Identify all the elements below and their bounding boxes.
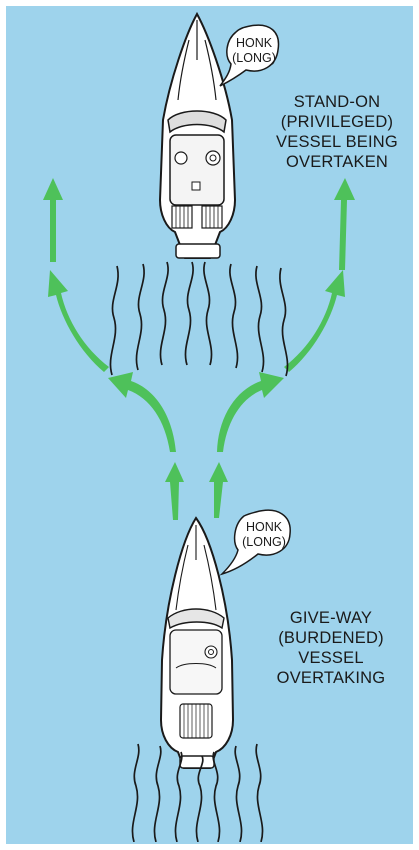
give-way-honk-text: HONK (LONG) <box>240 520 288 550</box>
give-way-label-line-2: (BURDENED) <box>258 628 404 648</box>
stand-on-honk-line-2: (LONG) <box>230 51 278 66</box>
give-way-label-line-1: GIVE-WAY <box>258 608 404 628</box>
give-way-label-line-3: VESSEL <box>258 648 404 668</box>
stand-on-label-line-4: OVERTAKEN <box>262 152 412 172</box>
stand-on-vessel-label: STAND-ON (PRIVILEGED) VESSEL BEING OVERT… <box>262 92 412 172</box>
give-way-label-line-4: OVERTAKING <box>258 668 404 688</box>
give-way-honk-line-2: (LONG) <box>240 535 288 550</box>
stand-on-label-line-1: STAND-ON <box>262 92 412 112</box>
give-way-vessel-label: GIVE-WAY (BURDENED) VESSEL OVERTAKING <box>258 608 404 688</box>
stand-on-label-line-2: (PRIVILEGED) <box>262 112 412 132</box>
give-way-honk-line-1: HONK <box>240 520 288 535</box>
stand-on-honk-text: HONK (LONG) <box>230 36 278 66</box>
stand-on-label-line-3: VESSEL BEING <box>262 132 412 152</box>
stand-on-honk-line-1: HONK <box>230 36 278 51</box>
